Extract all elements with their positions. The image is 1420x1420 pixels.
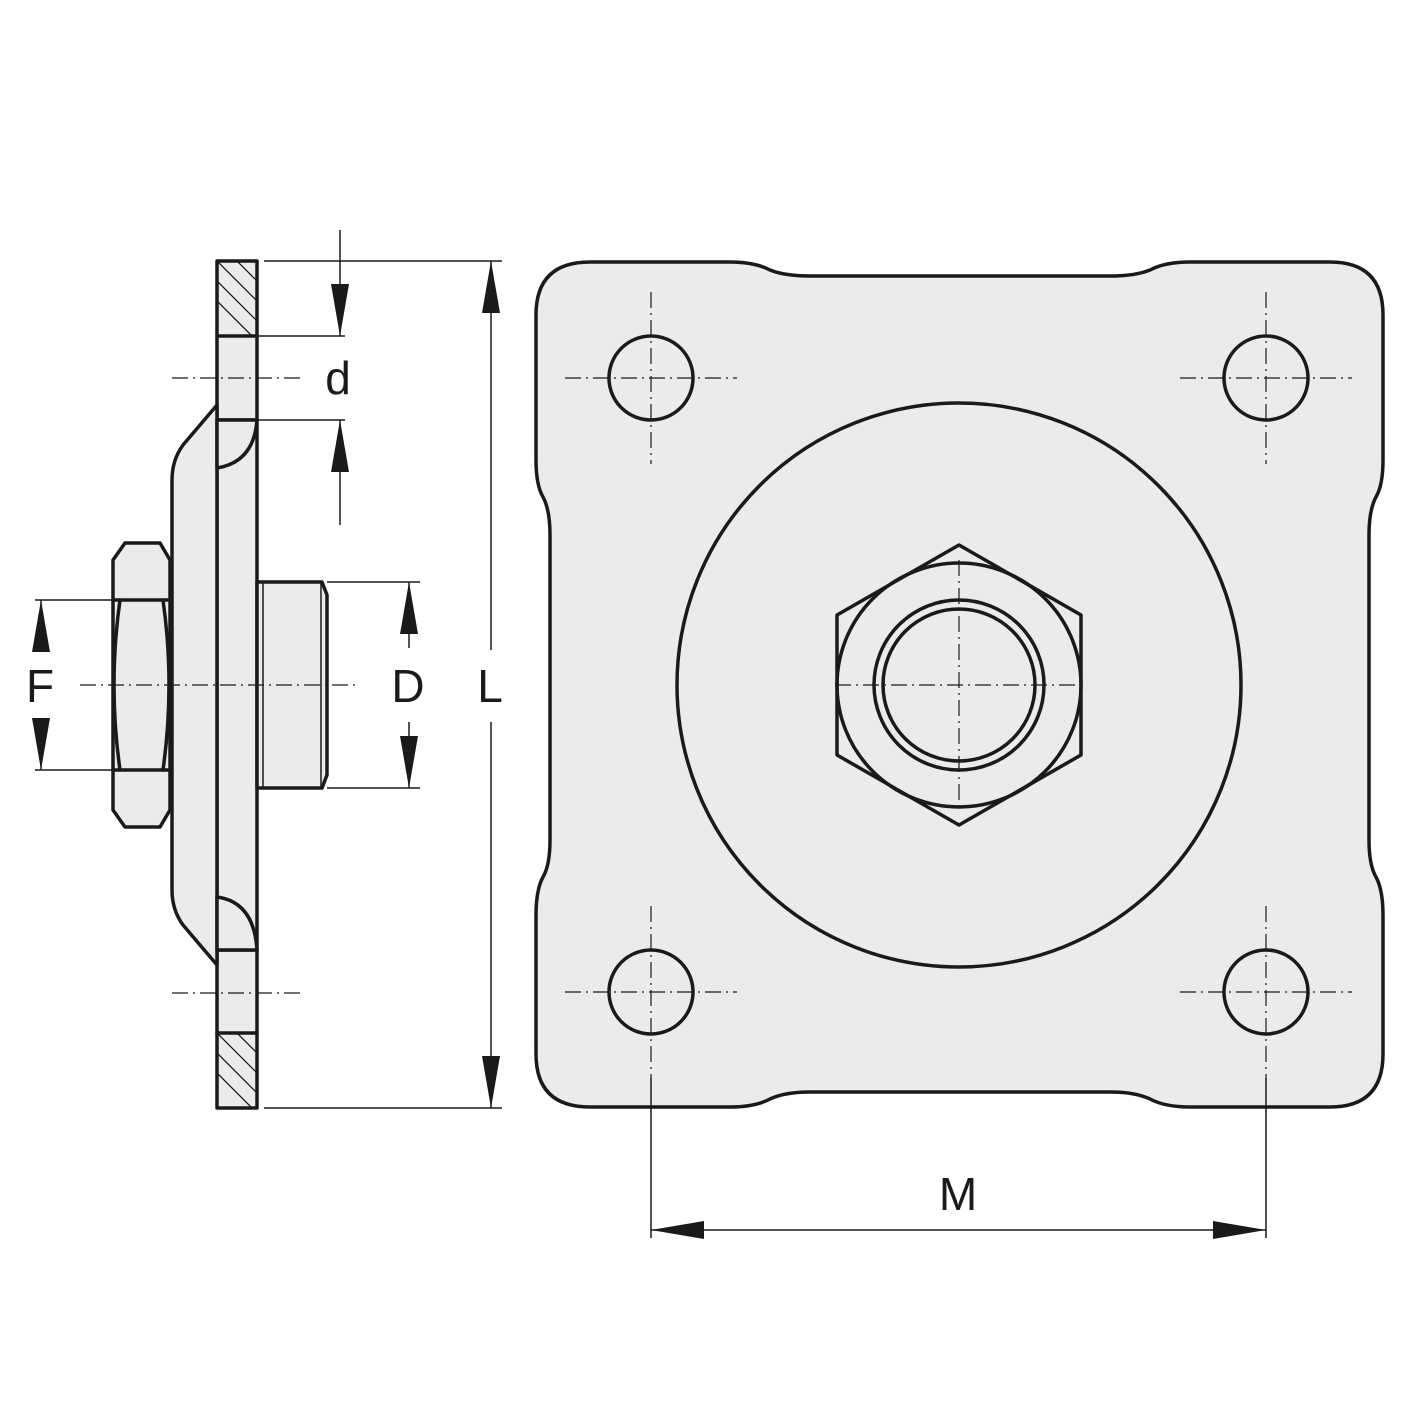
side-dimensions: d F D L [26,230,503,1109]
section-hatch-top [218,262,256,335]
top-center-lines [565,292,1352,1078]
side-view [80,259,355,1110]
top-view [534,260,1385,1109]
dimension-d-label: d [325,352,351,404]
section-hatch-bottom [218,1034,256,1107]
dimension-f-label: F [26,660,54,712]
top-dome [675,401,1243,969]
ball-section-bottom [215,895,259,952]
top-dimensions: M [650,1078,1267,1239]
dimension-m-label: M [939,1168,977,1220]
dimension-cap-d-label: D [391,660,424,712]
ball-section-top [215,418,259,470]
dimension-l-label: L [477,660,503,712]
